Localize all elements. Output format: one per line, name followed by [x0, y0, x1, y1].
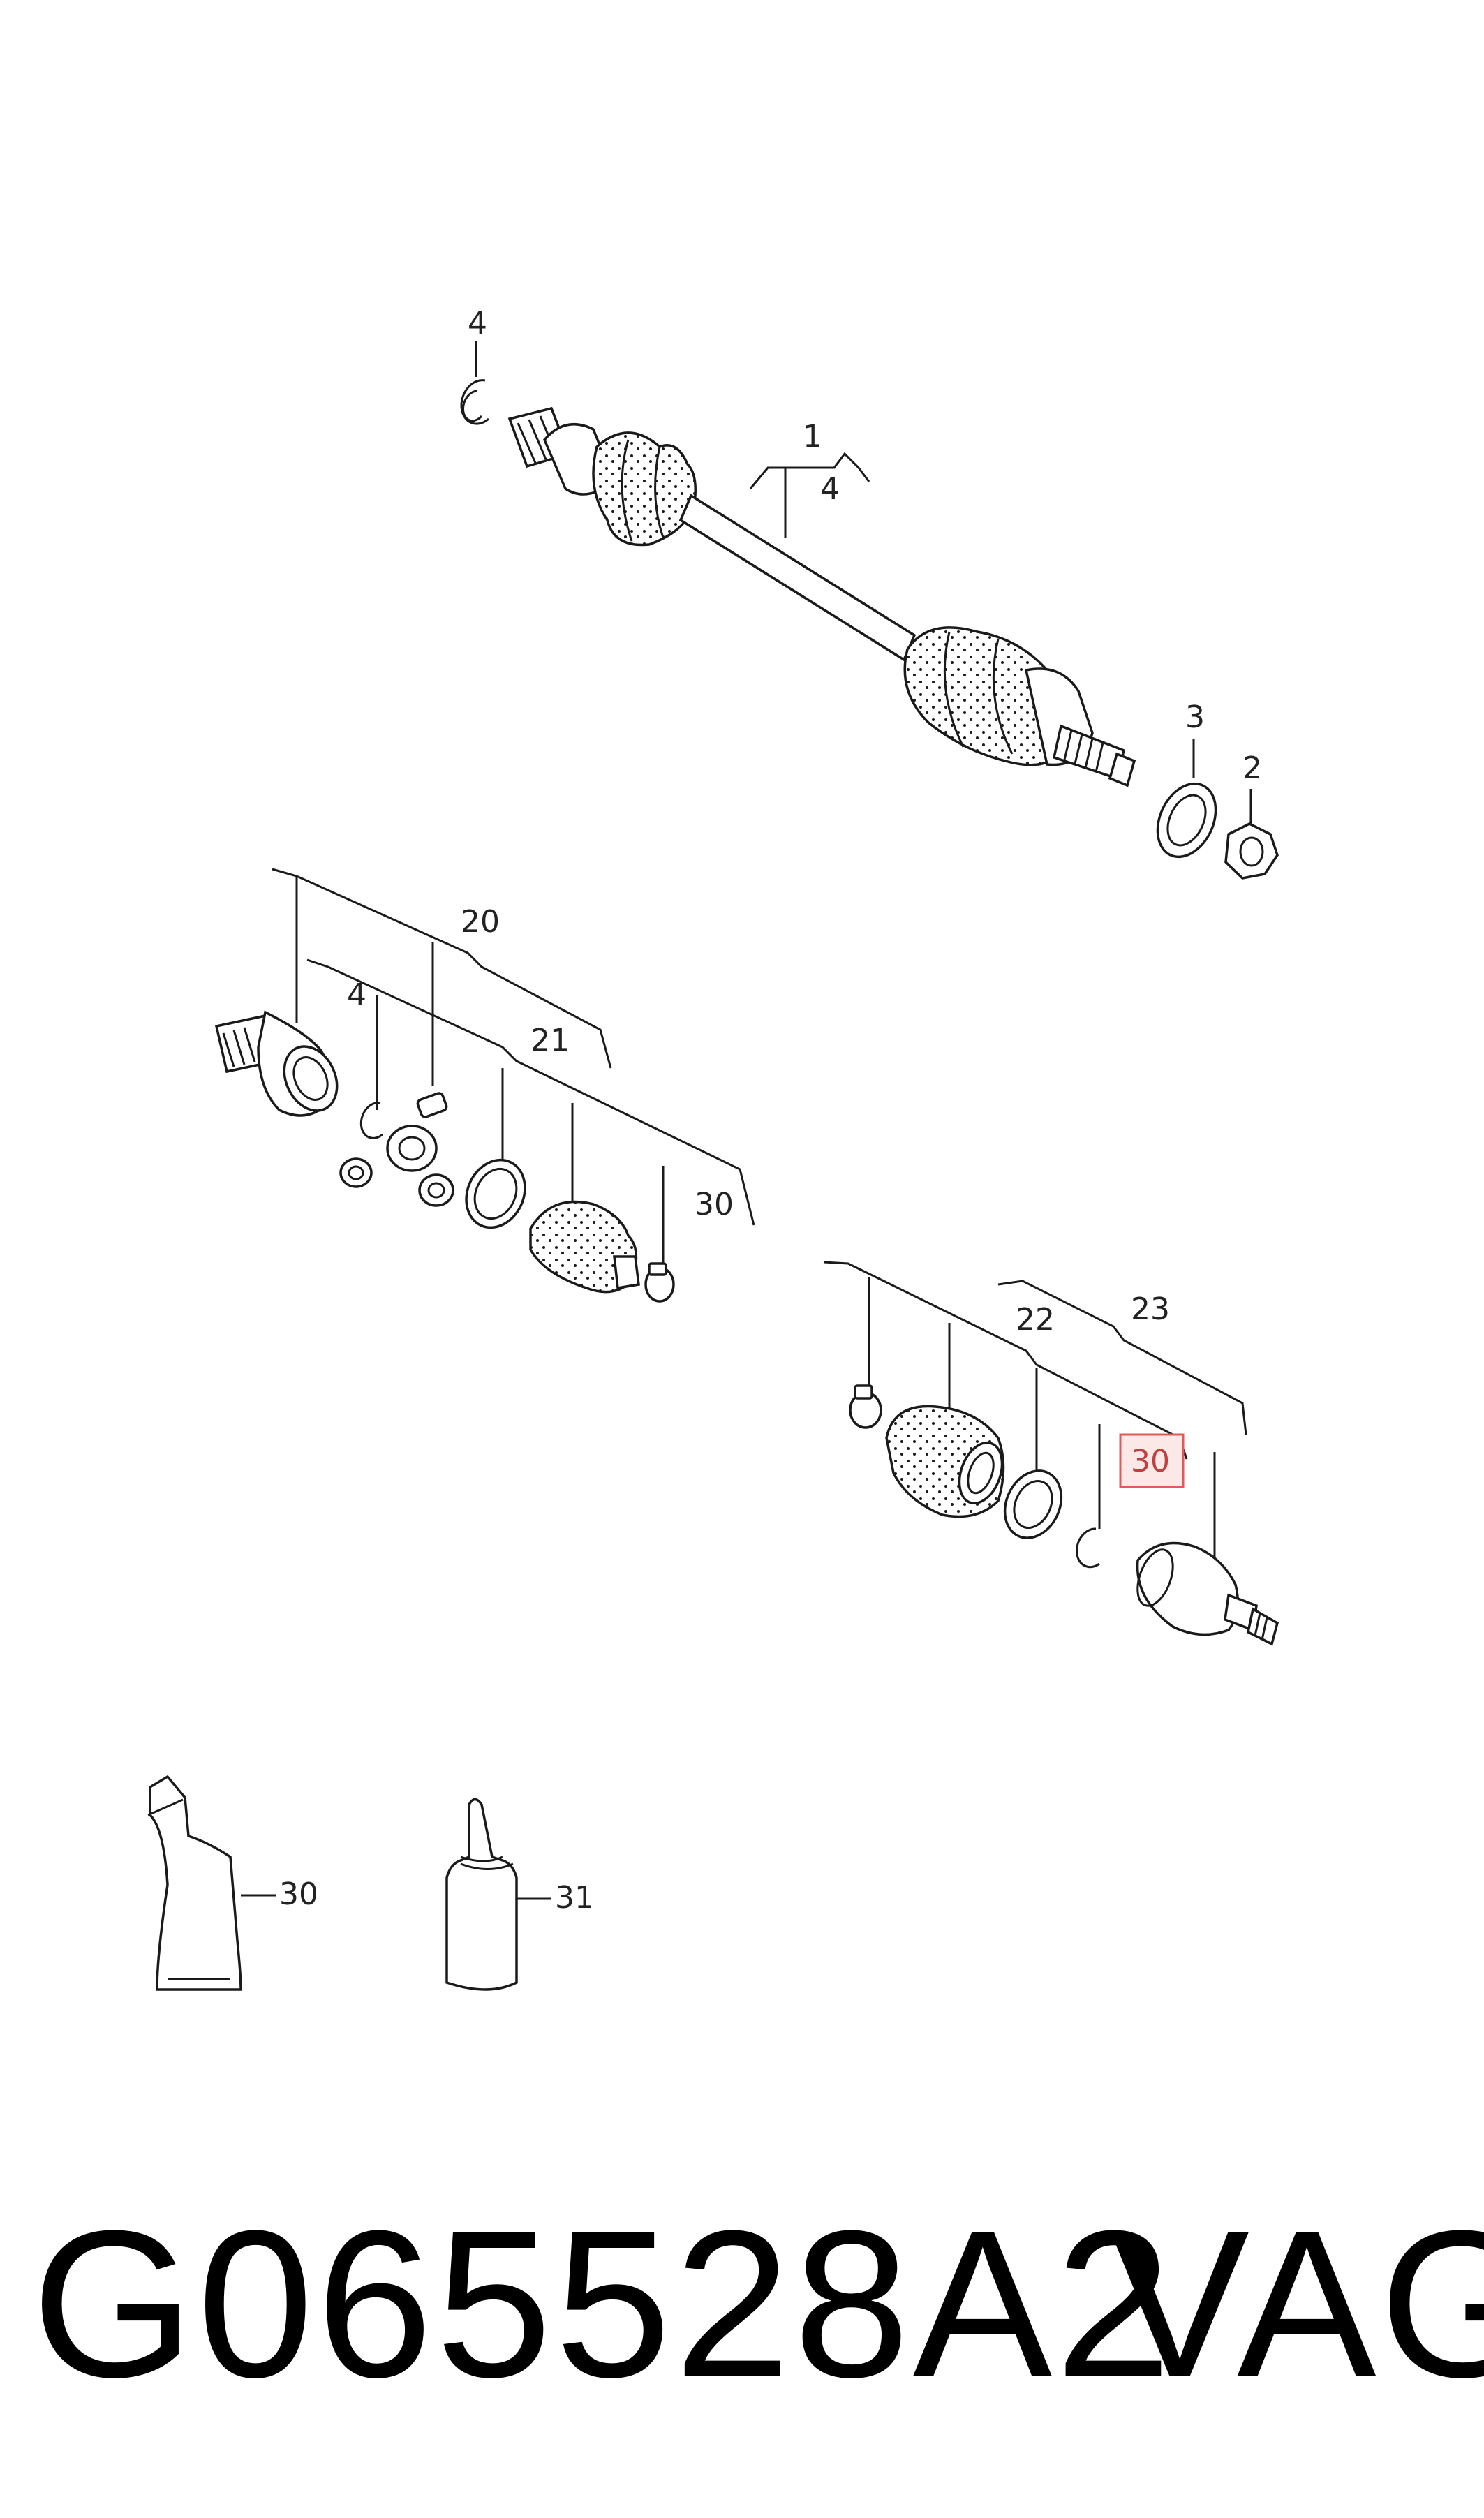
- callout-20: 20: [461, 904, 500, 940]
- circlip-part: [460, 379, 489, 425]
- washer-part: [1156, 782, 1217, 859]
- drive-shaft-assembly: 4 1 4 3 2: [460, 306, 1279, 880]
- callout-21: 21: [530, 1023, 570, 1058]
- callout-23: 23: [1131, 1291, 1170, 1327]
- part-number: G065528A2: [31, 2186, 1175, 2421]
- callout-4: 4: [347, 977, 366, 1013]
- callout-2: 2: [1242, 750, 1262, 786]
- callout-30-highlighted: 30: [1131, 1444, 1170, 1479]
- callout-3: 3: [1185, 699, 1205, 735]
- callout-4: 4: [820, 471, 840, 507]
- highlight-box: [1119, 1433, 1185, 1488]
- callout-31: 31: [555, 1880, 594, 1916]
- inner-joint-kit: 20 4 21 30: [214, 868, 755, 1303]
- clamp-part: [465, 1158, 526, 1229]
- grease-tube: [149, 1775, 242, 1991]
- collar-nut-part: [1224, 822, 1279, 880]
- callout-1: 1: [803, 419, 822, 454]
- callout-30: 30: [695, 1187, 734, 1222]
- sealant-bottle: [445, 1798, 518, 1991]
- outer-joint-kit: 22 23 30: [823, 1261, 1279, 1646]
- tripod-part: [386, 1125, 438, 1172]
- callout-4: 4: [468, 306, 487, 341]
- consumables: 30 31: [147, 1775, 594, 1991]
- callout-30: 30: [279, 1876, 318, 1912]
- brand-name: VAG: [1110, 2186, 1484, 2421]
- footer-caption: G065528A2 VAG: [0, 2199, 1484, 2408]
- callout-22: 22: [1016, 1302, 1055, 1338]
